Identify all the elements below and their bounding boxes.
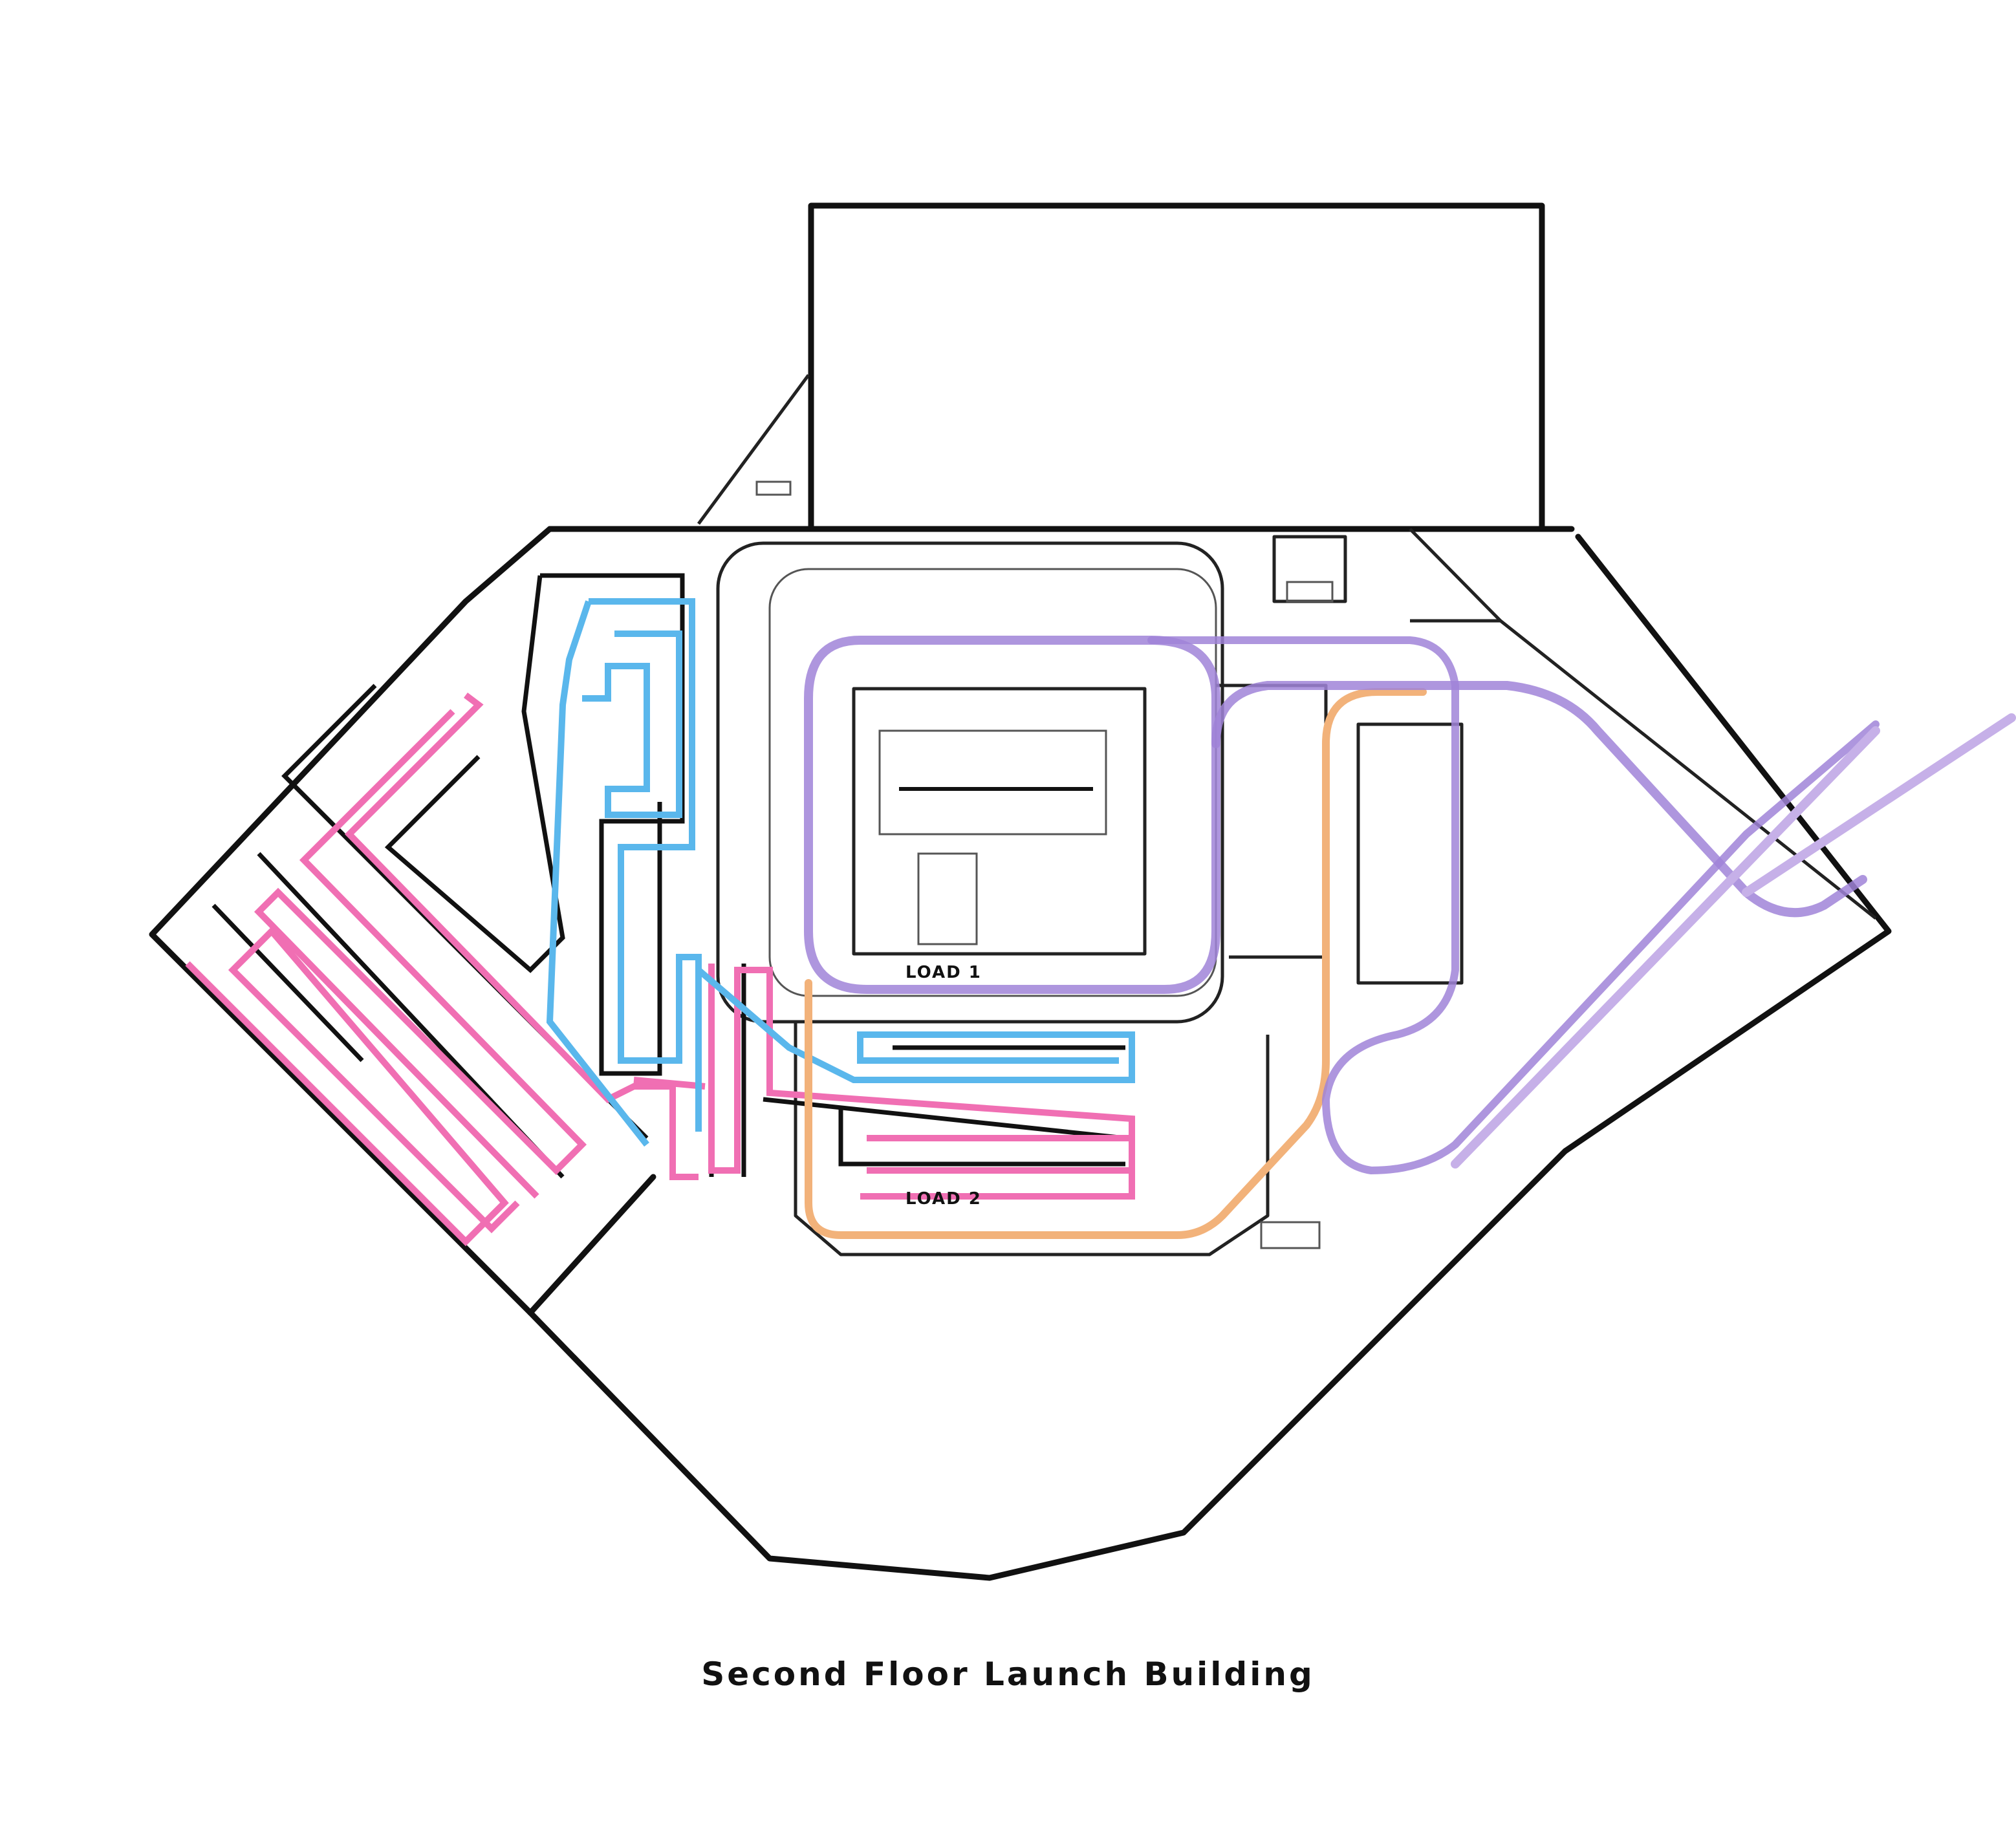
- east-service-room: [1356, 722, 1464, 985]
- black-queue-line-5: [211, 903, 364, 1062]
- show-building-block: [808, 202, 1545, 532]
- exit-stair: [1260, 1221, 1321, 1249]
- launch-track-2: [1742, 713, 2016, 897]
- elevator-2: [1286, 581, 1334, 603]
- load2-area-wall: [794, 1022, 1270, 1256]
- ride-tracks: [804, 636, 2016, 1239]
- black-queue-line-7: [838, 1106, 1125, 1167]
- purple-track-loop: [804, 636, 1220, 994]
- blue-queue-switchback-2: [582, 630, 682, 818]
- page-title: Second Floor Launch Building: [701, 1655, 1315, 1693]
- elevator-1: [1272, 535, 1347, 603]
- pink-queue-switchback-4: [860, 1135, 1135, 1200]
- orange-track: [805, 688, 1427, 1239]
- ride-corridor-outer: [716, 541, 1224, 1024]
- load-2-label: LOAD 2: [905, 1189, 982, 1209]
- black-queue-line-6: [763, 1097, 1126, 1141]
- northeast-wall: [1409, 528, 1877, 920]
- purple-track-outer: [1211, 681, 1867, 918]
- pink-queue: [185, 693, 1135, 1247]
- load-1-label: LOAD 1: [905, 963, 982, 982]
- west-wall: [149, 526, 553, 1316]
- utility-room-tag: [755, 480, 792, 496]
- blue-queue: [546, 598, 1135, 1147]
- stair: [917, 852, 978, 945]
- black-queue: [211, 573, 1126, 1179]
- pink-queue-line: [344, 693, 699, 1180]
- launch-track-1: [1451, 726, 1880, 1169]
- black-queue-line-2: [384, 575, 565, 973]
- front-facade: [527, 1148, 1568, 1581]
- central-room-inner: [878, 729, 1107, 835]
- southwest-wall: [527, 1174, 656, 1316]
- building-walls: [149, 202, 1892, 1581]
- purple-track-top: [1147, 636, 1880, 1174]
- pink-queue-switchback-1: [254, 709, 587, 1199]
- central-room: [852, 687, 1147, 956]
- black-queue-line-1: [540, 573, 685, 1076]
- blue-queue-line: [589, 598, 702, 1132]
- utility-room-wall: [697, 374, 810, 525]
- ride-corridor-inner: [768, 568, 1217, 997]
- pink-queue-switchback-2: [185, 926, 520, 1247]
- pink-queue-entry: [633, 1077, 706, 1090]
- right-room-wall: [1216, 684, 1328, 959]
- interior-structure: [716, 535, 1501, 1256]
- blue-queue-switchback-3: [696, 967, 1135, 1083]
- blue-queue-switchback-1: [546, 600, 649, 1147]
- east-wall: [1562, 533, 1892, 1154]
